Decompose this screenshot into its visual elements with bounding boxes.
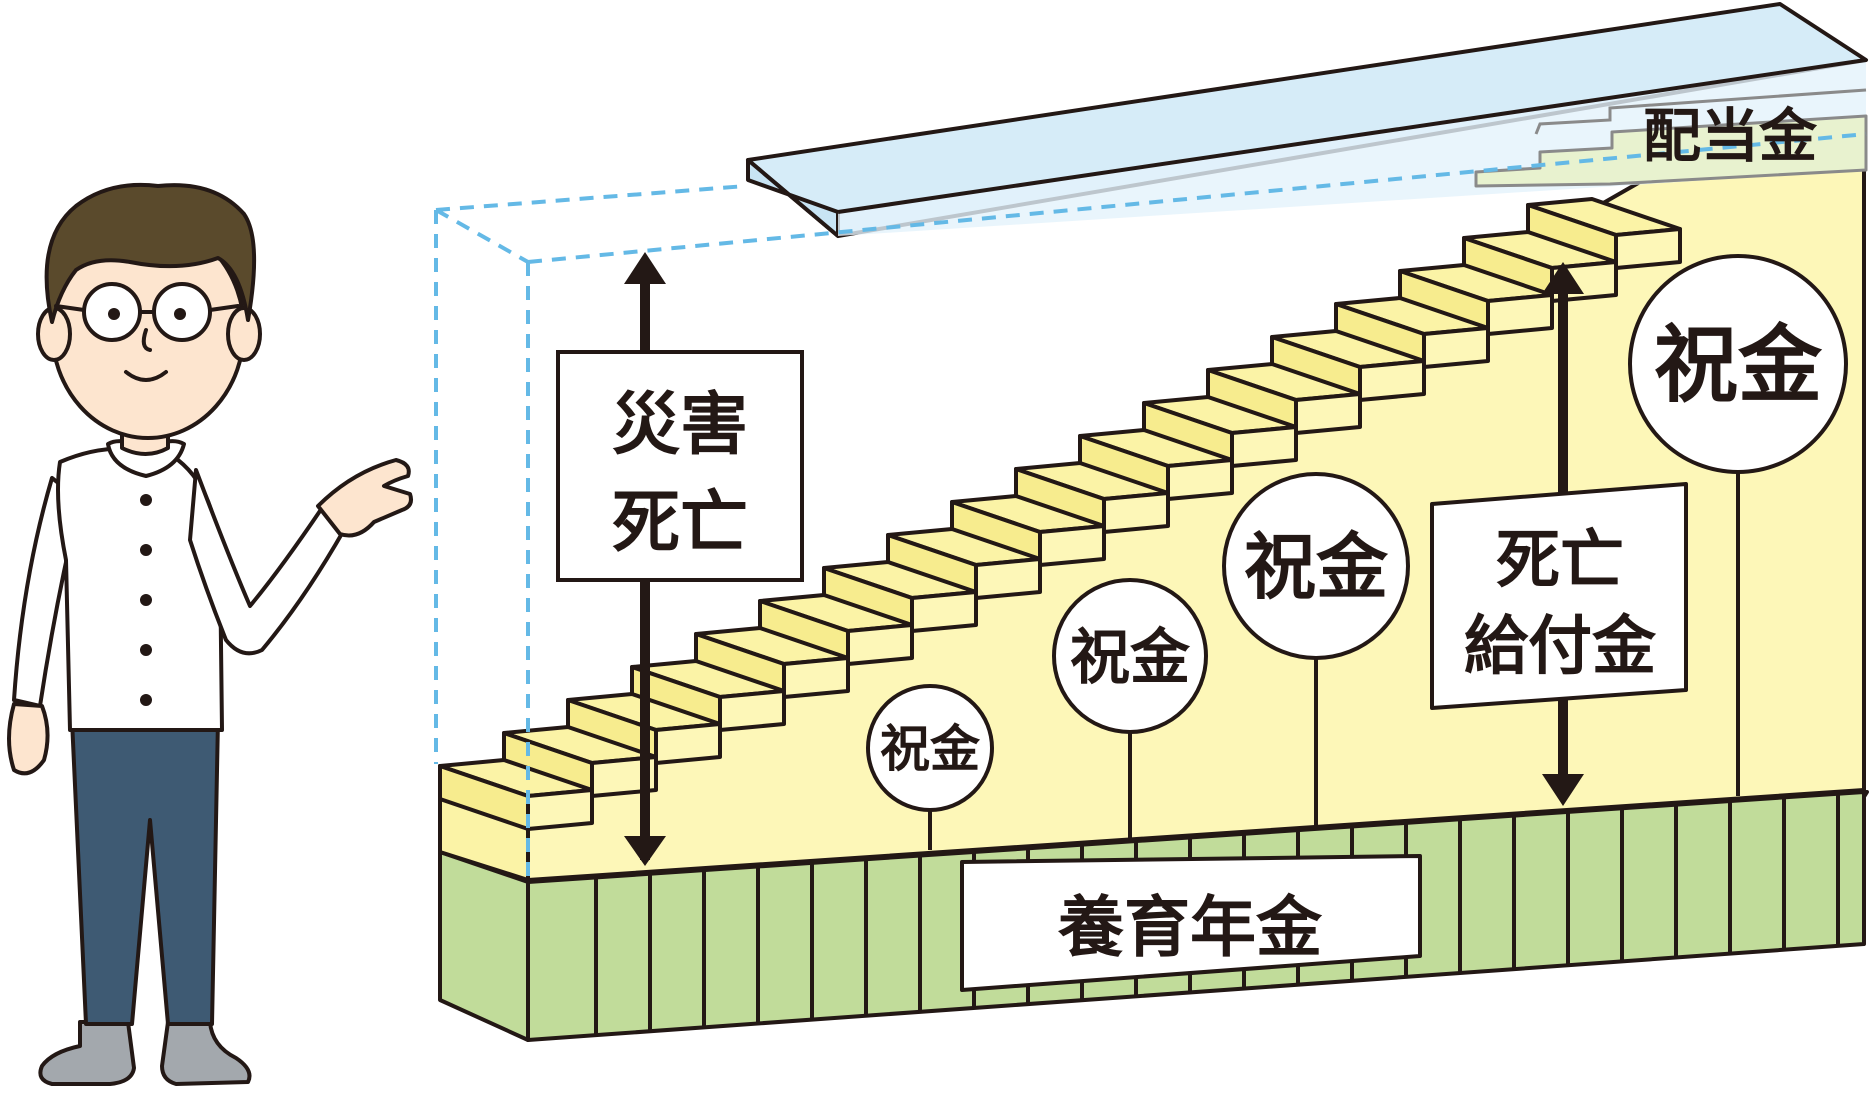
stair-riser	[910, 590, 978, 633]
stair-riser	[1038, 524, 1106, 567]
death-benefit-label-line1: 死亡	[1496, 524, 1624, 598]
base-side-face	[438, 850, 530, 1042]
celebration-sign-4: 祝金	[1628, 254, 1848, 796]
death-benefit-label-box: 死亡 給付金	[1430, 482, 1688, 710]
right-arm	[188, 468, 346, 656]
stair-riser	[974, 557, 1042, 600]
stair-side	[438, 764, 530, 831]
pants	[70, 718, 220, 1026]
left-shoe	[38, 1020, 136, 1086]
presenter-person-icon	[7, 182, 413, 1086]
dividend-box: 配当金	[434, 2, 1868, 878]
stair-riser	[654, 722, 722, 765]
stair-riser	[1102, 491, 1170, 534]
child-pension-label-box: 養育年金	[960, 854, 1422, 992]
disaster-death-label-box: 災害 死亡	[556, 350, 804, 582]
left-hand	[7, 702, 50, 776]
stair-riser	[1422, 326, 1490, 369]
celebration-label-3: 祝金	[1244, 525, 1389, 609]
celebration-sign-1: 祝金	[866, 684, 994, 850]
stair-riser	[782, 656, 850, 699]
celebration-label-1: 祝金	[880, 720, 981, 778]
dividend-label: 配当金	[1643, 102, 1818, 170]
stair-riser	[1614, 227, 1682, 270]
stair-riser	[1486, 293, 1554, 336]
right-shoe	[160, 1020, 252, 1086]
disaster-death-label-line1: 災害	[612, 386, 748, 465]
celebration-label-2: 祝金	[1070, 623, 1191, 693]
celebration-sign-3: 祝金	[1222, 472, 1410, 826]
stair-riser	[718, 689, 786, 732]
death-benefit-label-line2: 給付金	[1464, 610, 1657, 684]
disaster-death-label-line2: 死亡	[612, 484, 748, 563]
right-hand	[316, 458, 413, 538]
celebration-sign-2: 祝金	[1052, 578, 1208, 838]
celebration-label-4: 祝金	[1654, 316, 1823, 414]
stair-riser	[1166, 458, 1234, 501]
stair-riser	[1230, 425, 1298, 468]
child-pension-label: 養育年金	[1058, 889, 1323, 966]
stair-riser	[526, 788, 594, 831]
hair	[44, 182, 257, 324]
stair-riser	[846, 623, 914, 666]
stair-riser	[1358, 359, 1426, 402]
stair-riser	[1294, 392, 1362, 435]
